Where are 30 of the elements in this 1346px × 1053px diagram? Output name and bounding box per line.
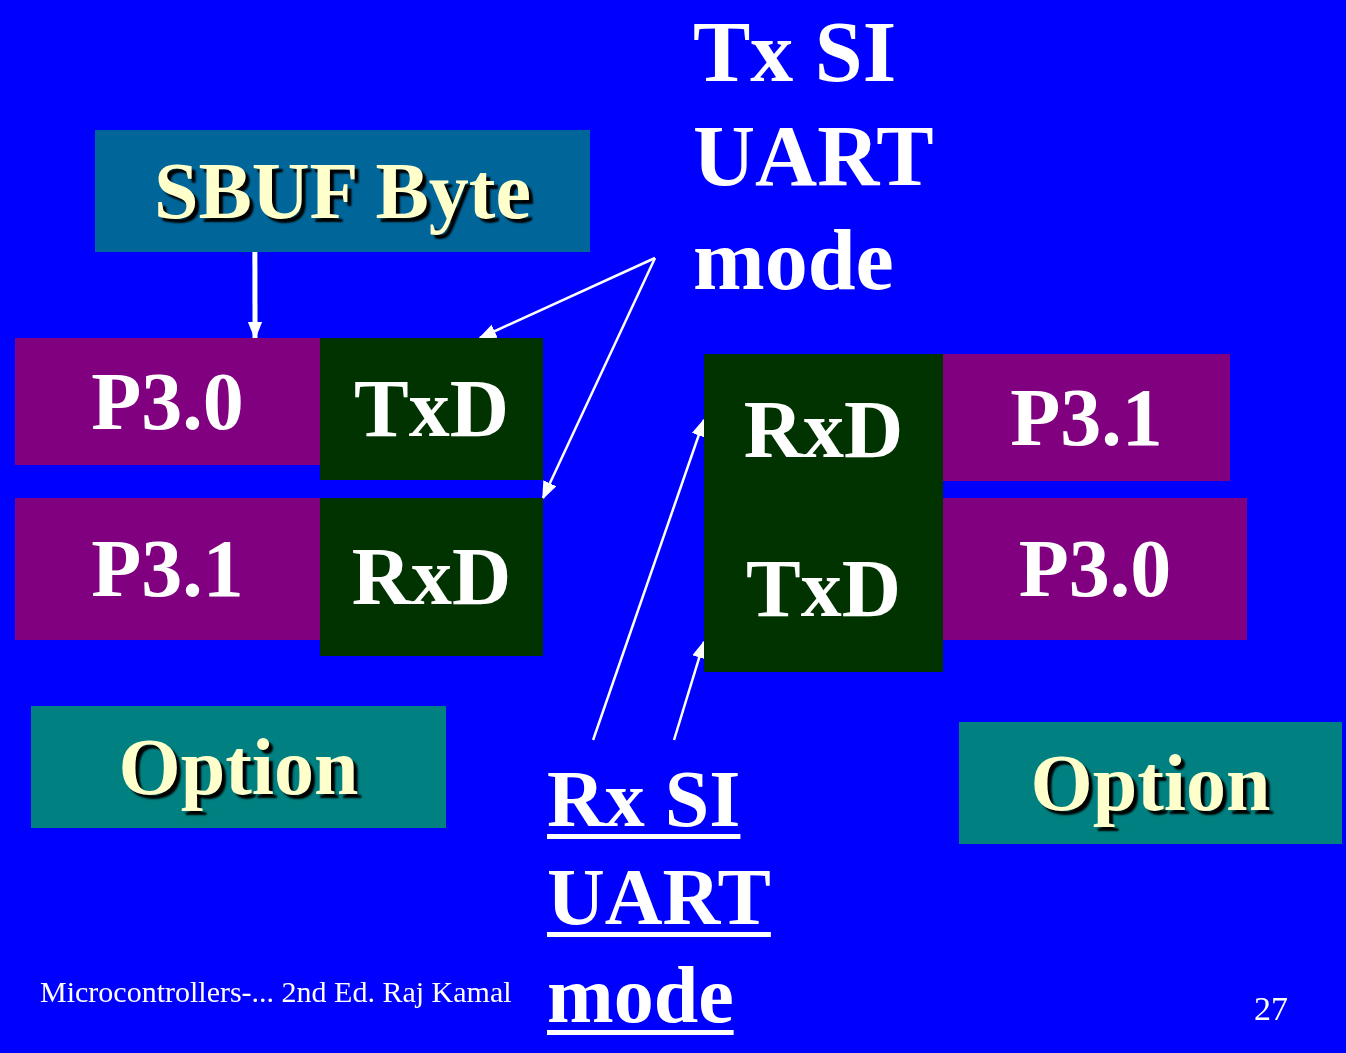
box-label: TxD xyxy=(746,541,901,636)
port-box xyxy=(15,338,320,465)
option-box xyxy=(959,722,1342,844)
arrow xyxy=(591,418,706,741)
arrow xyxy=(247,252,263,340)
box-label: P3.0 xyxy=(91,354,244,449)
box-label: RxD xyxy=(351,530,512,624)
footer-text: Microcontrollers-... 2nd Ed. Raj Kamal xyxy=(40,975,512,1009)
box-label: P3.1 xyxy=(1010,370,1163,465)
register-box xyxy=(95,130,590,252)
port-box xyxy=(943,498,1247,640)
arrow xyxy=(478,256,656,340)
box-label: SBUF Byte xyxy=(154,145,531,237)
port-box xyxy=(15,498,320,640)
mode-label: Rx SI UART mode xyxy=(547,754,772,1041)
mode-label: Tx SI UART mode xyxy=(693,3,934,310)
box-label: TxD xyxy=(354,362,509,456)
pin-box xyxy=(320,498,543,656)
box-label: Option xyxy=(118,721,359,813)
box-label: P3.1 xyxy=(91,522,244,616)
box-label: Option xyxy=(1030,737,1271,829)
page-number: 27 xyxy=(1254,990,1288,1028)
pin-box xyxy=(704,505,943,672)
box-label: P3.0 xyxy=(1018,522,1172,616)
box-label: RxD xyxy=(743,382,904,477)
pin-box xyxy=(320,338,543,480)
port-box xyxy=(943,354,1230,481)
pin-box xyxy=(704,354,943,505)
option-box xyxy=(31,706,446,828)
arrow xyxy=(541,257,657,500)
